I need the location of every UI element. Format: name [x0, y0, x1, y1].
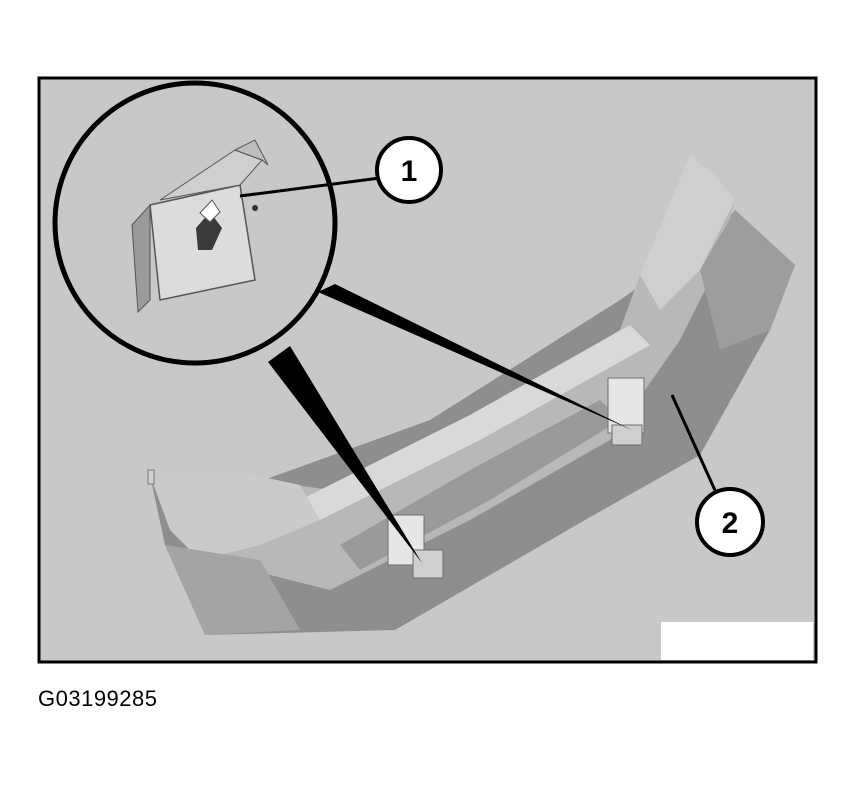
clip-nut [131, 139, 269, 314]
trim-panel [147, 155, 795, 635]
magnifier-leader-lower [268, 346, 422, 563]
label-patch [661, 622, 813, 660]
mounting-block-right [607, 377, 645, 434]
magnifier-detail [52, 80, 338, 366]
callout-1-label: 1 [401, 155, 418, 188]
callout-2-label: 2 [722, 507, 739, 540]
figure-id-label: G03199285 [38, 686, 158, 711]
callout-2: 2 [670, 394, 765, 557]
callout-1: 1 [239, 136, 443, 204]
magnifier-leader-upper [318, 284, 632, 430]
